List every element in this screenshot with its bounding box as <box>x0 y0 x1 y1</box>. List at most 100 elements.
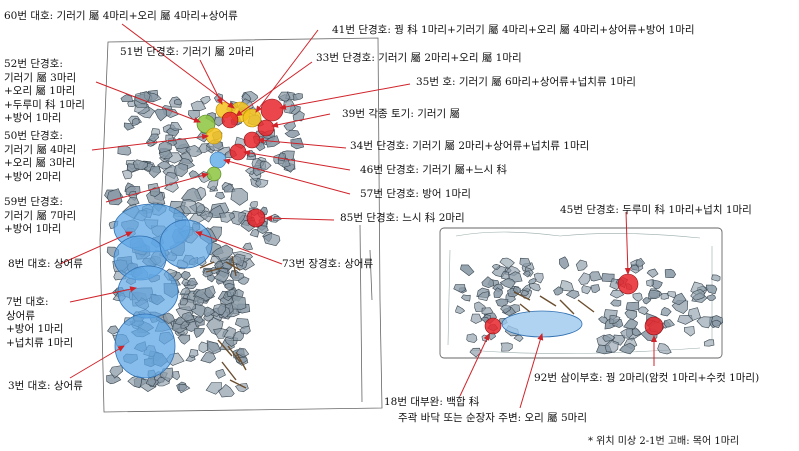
stone <box>180 199 198 215</box>
stone <box>623 318 638 330</box>
stone <box>186 277 199 286</box>
arrow-59 <box>105 172 209 203</box>
arrow-33 <box>235 61 313 117</box>
marker-34 <box>243 131 261 149</box>
label-vessel-51: 51번 단경호: 기러기 屬 2마리 <box>120 46 255 58</box>
stone <box>177 334 191 345</box>
stone <box>199 96 211 105</box>
jar-3 <box>114 313 176 379</box>
stone <box>181 311 195 322</box>
label-vessel-7: 7번 대호: 상어류 +방어 1마리 +넙치류 1마리 <box>6 296 74 349</box>
stone <box>690 288 705 301</box>
stone <box>235 347 250 358</box>
main-pit-outline <box>99 37 383 413</box>
stone <box>663 319 675 328</box>
stone <box>145 376 156 387</box>
stone <box>664 268 677 279</box>
stone <box>578 272 591 285</box>
stone <box>230 253 246 267</box>
label-vessel-73: 73번 장경호: 상어류 <box>282 258 374 270</box>
label-vessel-3: 3번 대호: 상어류 <box>8 380 83 392</box>
arrow-51 <box>199 59 223 105</box>
stone <box>179 286 192 296</box>
label-main-chamber: 주곽 바닥 또는 순장자 주변: 오리 屬 5마리 <box>398 412 587 424</box>
arrow-50 <box>91 133 209 151</box>
arrow-46 <box>243 150 351 171</box>
stone <box>513 334 524 342</box>
stone <box>185 144 203 157</box>
stone <box>123 122 135 131</box>
stone <box>277 152 287 162</box>
arrow-18 <box>459 333 490 397</box>
arrow-7 <box>69 286 137 303</box>
stone <box>178 383 191 394</box>
stone <box>696 316 714 329</box>
stone <box>212 270 230 283</box>
stone <box>206 340 222 354</box>
marker-33 <box>221 111 239 129</box>
stone <box>625 301 640 311</box>
stone <box>522 270 531 278</box>
stone <box>620 327 633 339</box>
stone <box>158 140 172 154</box>
stone <box>528 278 537 285</box>
marker-46 <box>229 143 247 161</box>
stone <box>705 284 718 295</box>
stone <box>598 316 608 325</box>
stone <box>466 333 478 343</box>
label-vessel-85: 85번 단경호: 느시 科 2마리 <box>340 212 465 224</box>
stone <box>199 210 213 223</box>
label-vessel-60: 60번 대호: 기러기 屬 4마리+오리 屬 4마리+상어류 <box>4 10 238 22</box>
footnote: * 위치 미상 2-1번 고배: 목어 1마리 <box>588 436 740 447</box>
jar-7 <box>117 265 179 319</box>
stone <box>671 292 687 306</box>
stone <box>500 342 513 352</box>
stone <box>491 263 501 270</box>
stone <box>499 257 515 270</box>
arrow-85 <box>265 215 335 222</box>
stone <box>242 242 254 251</box>
arrow-45 <box>624 211 631 275</box>
label-vessel-18: 18번 대부완: 백합 科 <box>384 396 480 408</box>
stone <box>207 179 219 192</box>
marker-92 <box>644 316 664 336</box>
stone <box>174 162 189 178</box>
stone <box>602 334 616 342</box>
stone <box>263 232 281 247</box>
callout-arrows <box>59 23 657 409</box>
stone <box>255 178 269 188</box>
label-vessel-35: 35번 호: 기러기 屬 6마리+상어류+넙치류 1마리 <box>416 76 636 88</box>
stone <box>619 342 635 355</box>
stone <box>193 316 204 324</box>
stone <box>171 370 180 381</box>
marker-39 <box>257 119 275 137</box>
stone <box>132 159 148 171</box>
stone <box>632 292 643 302</box>
marker-45 <box>617 273 639 295</box>
label-vessel-52: 52번 단경호: 기러기 屬 3마리 +오리 屬 1마리 +두루미 科 1마리 … <box>4 58 85 124</box>
arrow-8 <box>59 231 133 265</box>
stone <box>218 212 235 223</box>
label-vessel-50: 50번 단경호: 기러기 屬 4마리 +오리 屬 3마리 +방어 2마리 <box>4 130 77 183</box>
stone <box>610 299 622 307</box>
stone <box>169 121 183 131</box>
label-vessel-8: 8번 대호: 상어류 <box>8 258 83 270</box>
label-vessel-92: 92번 삼이부호: 꿩 2마리(암컷 1마리+수컷 1마리) <box>534 372 760 384</box>
stone <box>683 326 695 337</box>
stone <box>481 307 494 316</box>
stone <box>107 325 120 335</box>
arrow-73 <box>195 231 283 265</box>
stone <box>213 328 229 339</box>
stone <box>460 294 471 302</box>
stone <box>604 339 619 353</box>
stone <box>226 289 236 297</box>
stone <box>469 347 482 358</box>
stone <box>601 273 615 283</box>
stone <box>455 305 466 315</box>
stone <box>590 284 601 294</box>
stone <box>493 287 503 299</box>
arrow-57 <box>223 158 351 195</box>
stone <box>207 275 216 283</box>
stone <box>193 328 205 339</box>
